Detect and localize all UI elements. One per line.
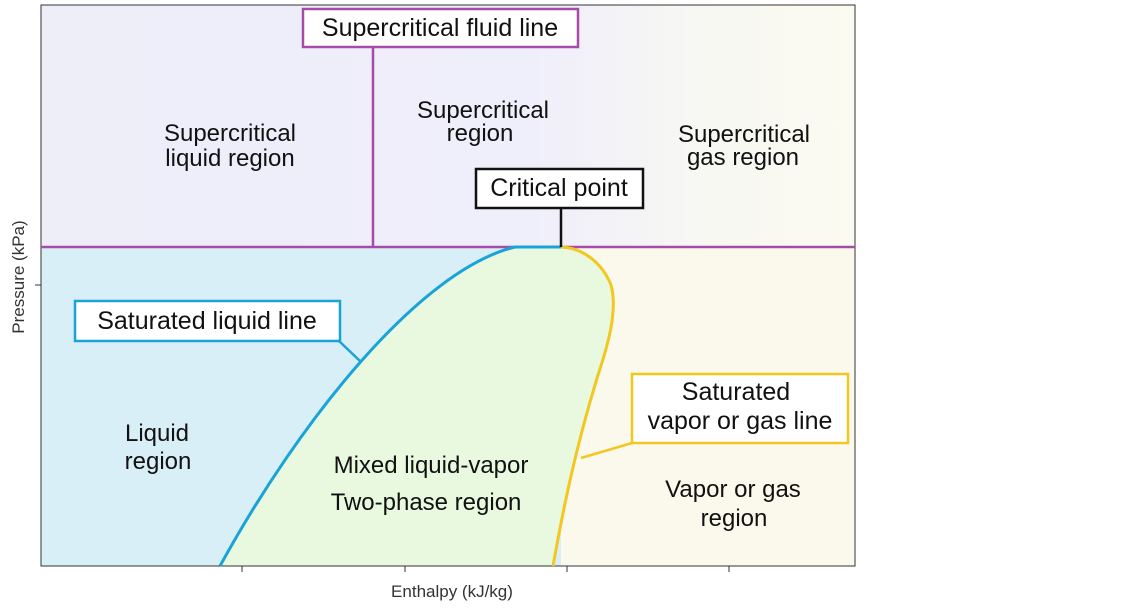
critical-point-box <box>474 167 645 210</box>
saturated-vapor-curve <box>551 245 615 567</box>
supercritical-liquid-region-label-line2: liquid region <box>165 145 294 172</box>
saturated-vapor-line-box <box>630 372 850 445</box>
saturated-liquid-leader <box>337 339 362 363</box>
two-phase-region-label-line1: Mixed liquid-vapor <box>334 452 529 479</box>
liquid-region-label-line1: Liquid <box>125 420 189 447</box>
supercritical-region-label-line1: Supercritical <box>417 97 549 124</box>
critical-point-label: Critical point <box>490 174 628 202</box>
two-phase-region-label-line2: Two-phase region <box>331 489 522 516</box>
supercritical-liquid-region-label-line1: Supercritical <box>164 120 296 147</box>
two-phase-area <box>220 247 614 566</box>
saturated-vapor-line-label-line2: vapor or gas line <box>648 407 833 435</box>
supercritical-gas-region-label-line1: Supercritical <box>678 121 810 148</box>
saturated-vapor-leader <box>580 441 633 460</box>
liquid-region-label-line2: region <box>125 448 192 475</box>
supercritical-region-label-line2: region <box>447 120 514 147</box>
supercritical-fluid-line-box <box>301 7 580 49</box>
saturated-vapor-line-label-line1: Saturated <box>682 378 790 406</box>
vapor-region-label-line2: region <box>701 505 768 532</box>
saturated-liquid-line-label: Saturated liquid line <box>97 307 317 335</box>
supercritical-gas-region-label-line2: gas region <box>687 144 799 171</box>
supercritical-fluid-line-label: Supercritical fluid line <box>322 14 558 42</box>
x-axis-title: Enthalpy (kJ/kg) <box>391 582 513 601</box>
saturated-liquid-curve <box>218 245 561 567</box>
y-axis-title: Pressure (kPa) <box>9 220 28 333</box>
vapor-region-label-line1: Vapor or gas <box>665 476 801 503</box>
saturated-liquid-line-box <box>73 299 342 343</box>
